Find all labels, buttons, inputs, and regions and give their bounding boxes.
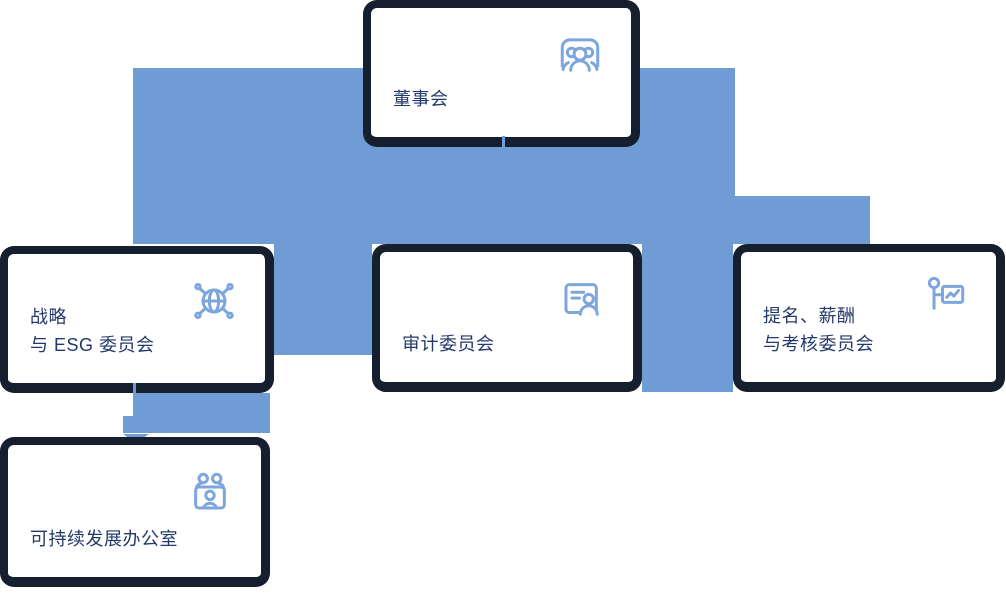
node-label: 战略 与 ESG 委员会 [30, 303, 155, 359]
node-audit-committee: 审计委员会 [372, 244, 642, 392]
node-nomination-remuneration-assessment-committee: 提名、薪酬 与考核委员会 [733, 244, 1005, 392]
connector-audit-nomination-gap [642, 244, 733, 392]
team-meeting-icon [183, 465, 237, 519]
node-label-line: 与考核委员会 [763, 334, 874, 354]
node-label-line: 董事会 [393, 89, 449, 109]
connector-stem-board [502, 136, 505, 148]
presenter-chart-icon [918, 272, 972, 326]
board-meeting-icon [553, 28, 607, 82]
node-label-line: 提名、薪酬 [763, 306, 856, 326]
auditor-id-card-icon [555, 272, 609, 326]
connector-to-office-lower [123, 416, 270, 433]
connector-stem-strategy [133, 383, 136, 394]
node-board-of-directors: 董事会 [363, 0, 640, 147]
connector-strategy-audit-gap [274, 244, 372, 355]
node-label-line: 审计委员会 [402, 334, 495, 354]
globe-network-icon [187, 274, 241, 328]
connector-to-office-upper [133, 393, 270, 416]
node-sustainable-development-office: 可持续发展办公室 [0, 437, 270, 587]
node-label: 审计委员会 [402, 330, 495, 358]
node-label-line: 与 ESG 委员会 [30, 335, 155, 355]
node-label: 可持续发展办公室 [30, 525, 178, 553]
node-label-line: 战略 [30, 307, 67, 327]
connector-arm-to-nomination [735, 196, 870, 244]
node-strategy-esg-committee: 战略 与 ESG 委员会 [0, 246, 274, 393]
node-label-line: 可持续发展办公室 [30, 529, 178, 549]
node-label: 提名、薪酬 与考核委员会 [763, 302, 874, 358]
node-label: 董事会 [393, 85, 449, 113]
